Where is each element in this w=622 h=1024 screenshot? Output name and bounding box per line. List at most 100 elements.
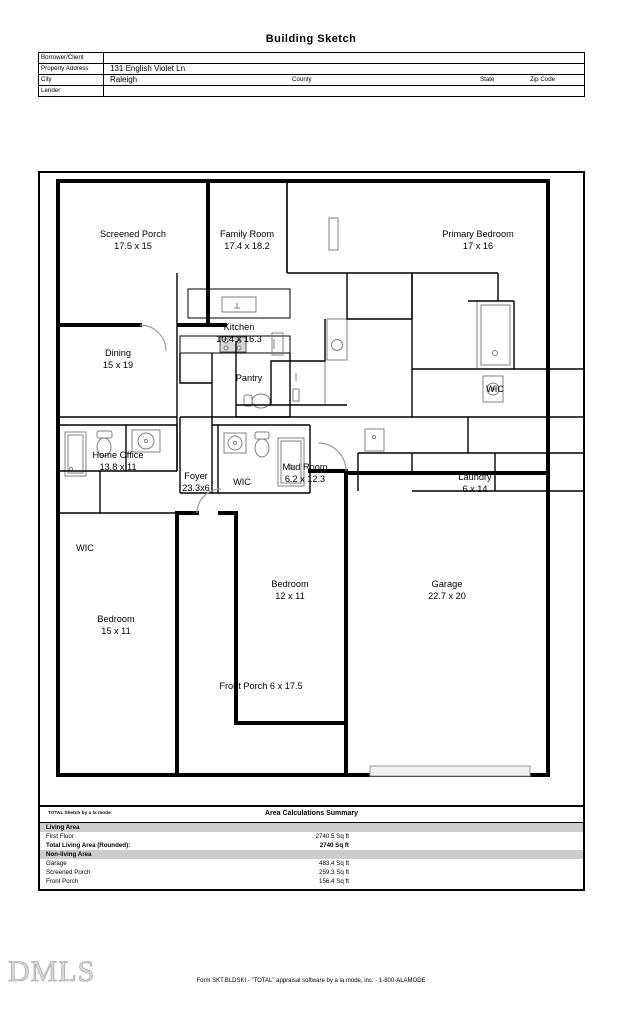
- toilet-fixture-left: [96, 430, 113, 457]
- room-label-family-room: Family Room: [220, 229, 274, 239]
- room-dims-foyer: 23.3x6: [182, 483, 210, 493]
- summary-nonliving-heading: Non-living Area: [40, 850, 583, 859]
- door-swings: [139, 324, 347, 514]
- summary-value-screened-porch: 259.3 Sq ft: [319, 869, 349, 876]
- room-label-dining: Dining: [105, 348, 131, 358]
- summary-living-heading: Living Area: [40, 822, 583, 832]
- kitchen-island: [187, 288, 291, 319]
- room-label-screened-porch: Screened Porch: [100, 229, 166, 239]
- city-value[interactable]: Raleigh: [103, 74, 290, 86]
- summary-label-first-floor: First Floor: [46, 833, 74, 840]
- summary-value-total-living: 2740 Sq ft: [319, 842, 349, 849]
- state-label: State: [478, 74, 528, 86]
- room-dims-mud-room: 6.2 x 12.3: [285, 474, 325, 484]
- table-row-lender: Lender: [38, 85, 585, 97]
- borrower-label: Borrower/Client: [38, 52, 104, 64]
- room-label-bedroom-15x11: Bedroom: [97, 614, 135, 624]
- room-label-kitchen: Kitchen: [224, 322, 255, 332]
- county-value[interactable]: [352, 74, 478, 86]
- summary-credit: TOTAL Sketch by a la mode: [48, 810, 111, 815]
- summary-value-front-porch: 156.4 Sq ft: [319, 878, 349, 885]
- shower-drain-icon: [331, 339, 343, 351]
- laundry-appliance: [364, 428, 385, 452]
- building-sketch-frame: Screened Porch 17.5 x 15 Family Room 17.…: [38, 171, 585, 891]
- room-dims-bedroom-15x11: 15 x 11: [101, 626, 130, 636]
- summary-row-first-floor: First Floor 2740.5 Sq ft: [40, 832, 583, 841]
- summary-label-garage: Garage: [46, 860, 67, 867]
- summary-spacer: [349, 859, 583, 868]
- summary-section-living: Living Area: [40, 822, 583, 832]
- tub-fixture: [270, 360, 326, 406]
- lender-value[interactable]: [103, 85, 585, 97]
- kitchen-counter: [179, 335, 291, 354]
- room-label-front-porch: Front Porch 6 x 17.5: [219, 681, 302, 691]
- room-label-mud-room: Mud Room: [283, 462, 328, 472]
- summary-label-screened-porch: Screened Porch: [46, 869, 91, 876]
- room-label-garage: Garage: [432, 579, 463, 589]
- summary-row-screened-porch: Screened Porch 259.3 Sq ft: [40, 868, 583, 877]
- room-labels: Screened Porch 17.5 x 15 Family Room 17.…: [76, 229, 514, 691]
- dmls-watermark-logo: DMLS: [8, 955, 96, 989]
- area-calculations-summary: TOTAL Sketch by a la mode Area Calculati…: [40, 805, 583, 886]
- room-dims-family-room: 17.4 x 18.2: [224, 241, 269, 251]
- shower-fixture-hall: [277, 437, 305, 487]
- room-dims-screened-porch: 17.5 x 15: [114, 241, 152, 251]
- summary-section-nonliving: Non-living Area: [40, 850, 583, 859]
- room-dims-kitchen: 10.4 x 16.3: [216, 334, 261, 344]
- door-arc-front-entry: [196, 488, 222, 514]
- tub-drain-icon: [292, 388, 300, 402]
- borrower-value[interactable]: [103, 52, 585, 64]
- tub-fixture-primary-right: [476, 300, 515, 370]
- summary-row-garage: Garage 483.4 Sq ft: [40, 859, 583, 868]
- table-row-city-county-state-zip: City Raleigh County State Zip Code: [38, 74, 585, 86]
- room-dims-laundry: 6 x 14: [462, 484, 487, 494]
- room-dims-garage: 22.7 x 20: [428, 591, 466, 601]
- room-label-bedroom-12x11: Bedroom: [271, 579, 309, 589]
- room-label-primary-bedroom: Primary Bedroom: [442, 229, 514, 239]
- summary-value-garage: 483.4 Sq ft: [319, 860, 349, 867]
- room-label-wic-bedroom: WIC: [76, 543, 94, 553]
- toilet-fixture-primary: [243, 393, 271, 409]
- room-dims-bedroom-12x11: 12 x 11: [275, 591, 304, 601]
- summary-label-front-porch: Front Porch: [46, 878, 79, 885]
- property-address-value[interactable]: 131 English Violet Ln: [103, 63, 585, 75]
- room-label-pantry: Pantry: [236, 373, 263, 383]
- exterior-walls: [56, 179, 550, 777]
- zip-label: Zip Code: [528, 74, 585, 86]
- summary-title: Area Calculations Summary: [265, 810, 358, 817]
- county-label: County: [290, 74, 352, 86]
- shower-fixture-left: [64, 431, 87, 477]
- page-title: Building Sketch: [265, 33, 357, 45]
- summary-row-front-porch: Front Porch 156.4 Sq ft: [40, 877, 583, 886]
- window-family-room: [328, 217, 339, 251]
- fixtures-group: [64, 217, 515, 487]
- room-label-wic-primary: WIC: [486, 384, 504, 394]
- interior-walls-thin: [57, 181, 583, 514]
- floor-plan-drawing: Screened Porch 17.5 x 15 Family Room 17.…: [56, 179, 583, 777]
- room-label-wic-hall: WIC: [233, 477, 251, 487]
- summary-table: Living Area First Floor 2740.5 Sq ft Tot…: [40, 822, 583, 886]
- room-label-home-office: Home Office: [93, 450, 144, 460]
- property-address-label: Property Address: [38, 63, 104, 75]
- form-footer-note: Form SKT.BLDSKI - "TOTAL" appraisal soft…: [196, 978, 426, 984]
- summary-spacer: [349, 877, 583, 886]
- city-label: City: [38, 74, 104, 86]
- lender-label: Lender: [38, 85, 104, 97]
- property-info-table: Borrower/Client Property Address 131 Eng…: [38, 52, 585, 97]
- summary-value-first-floor: 2740.5 Sq ft: [315, 833, 349, 840]
- room-label-laundry: Laundry: [458, 472, 492, 482]
- sink-fixture-hall: [223, 432, 247, 454]
- summary-spacer: [349, 832, 583, 841]
- garage-door: [369, 765, 531, 777]
- room-dims-dining: 15 x 19: [103, 360, 133, 370]
- toilet-fixture-hall: [254, 431, 270, 458]
- door-arc-garage-entry: [317, 442, 347, 472]
- table-row-property-address: Property Address 131 English Violet Ln: [38, 63, 585, 75]
- summary-row-total-living: Total Living Area (Rounded): 2740 Sq ft: [40, 841, 583, 850]
- summary-title-row: TOTAL Sketch by a la mode Area Calculati…: [40, 807, 583, 822]
- door-arc-screened-porch: [139, 324, 167, 352]
- sink-fixture-primary-right: [482, 375, 504, 403]
- room-dims-primary-bedroom: 17 x 16: [463, 241, 493, 251]
- room-dims-home-office: 13.8 x 11: [99, 462, 136, 472]
- table-row-borrower: Borrower/Client: [38, 52, 585, 64]
